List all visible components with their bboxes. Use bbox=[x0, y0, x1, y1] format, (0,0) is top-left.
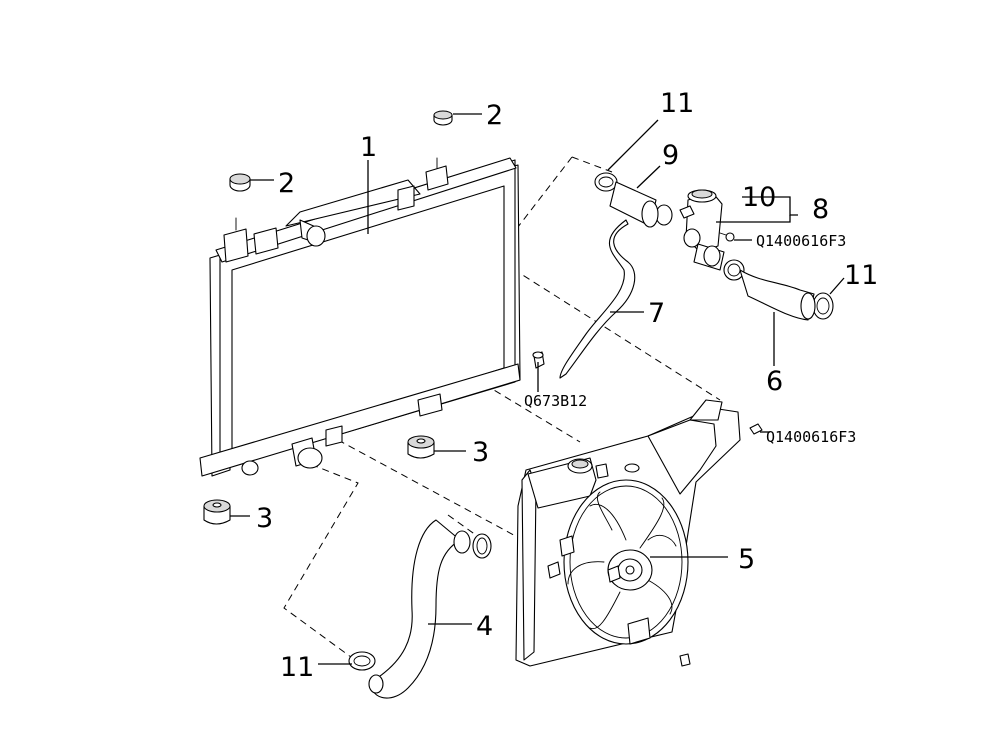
callout-lower-hose: 4 bbox=[476, 611, 493, 642]
callout-overflow-hose: 7 bbox=[648, 298, 665, 329]
callout-clamp-right: 11 bbox=[844, 260, 878, 291]
callout-upper-hose: 6 bbox=[766, 366, 783, 397]
callout-thermostat-assy: 8 bbox=[812, 194, 829, 225]
code-bolt-shroud: Q1400616F3 bbox=[766, 428, 856, 446]
hose-clamp-top bbox=[594, 172, 618, 192]
callout-cap-left: 2 bbox=[278, 168, 295, 199]
hose-plug bbox=[532, 351, 545, 369]
radiator-cap-left bbox=[229, 173, 251, 192]
hose-clamp-right bbox=[812, 292, 834, 320]
thermostat-housing bbox=[679, 189, 725, 271]
rubber-mount-left bbox=[203, 499, 231, 525]
rubber-mount-right bbox=[407, 435, 435, 459]
part-codes: Q1400616F3 Q1400616F3 Q673B12 bbox=[524, 232, 856, 446]
short-hose bbox=[609, 181, 659, 228]
callout-short-hose: 9 bbox=[662, 140, 679, 171]
callout-cap-top: 2 bbox=[486, 100, 503, 131]
callout-clamp-bottom: 11 bbox=[280, 652, 314, 683]
hose-clamp-bottom bbox=[348, 651, 376, 671]
hose-clamp-lower-right bbox=[472, 533, 492, 559]
code-bolt-upper: Q1400616F3 bbox=[756, 232, 846, 250]
callout-mount-left: 3 bbox=[256, 503, 273, 534]
radiator bbox=[199, 157, 521, 477]
callout-clamp-top: 11 bbox=[660, 88, 694, 119]
radiator-cap-top bbox=[433, 110, 453, 126]
bolt-thermostat bbox=[719, 232, 735, 242]
lower-radiator-hose bbox=[368, 519, 471, 699]
fan-shroud bbox=[515, 399, 763, 667]
overflow-hose bbox=[559, 219, 636, 379]
callout-fan: 5 bbox=[738, 544, 755, 575]
callout-radiator: 1 bbox=[360, 132, 377, 163]
callout-mount-right: 3 bbox=[472, 437, 489, 468]
hose-clamp-mid bbox=[723, 259, 745, 281]
leader-lines bbox=[230, 113, 845, 665]
upper-radiator-hose bbox=[739, 269, 816, 321]
callout-labels: 1 2 2 3 3 4 5 6 7 8 9 10 11 11 11 bbox=[256, 88, 878, 683]
code-plug: Q673B12 bbox=[524, 392, 587, 410]
callout-thermostat: 10 bbox=[742, 182, 776, 213]
